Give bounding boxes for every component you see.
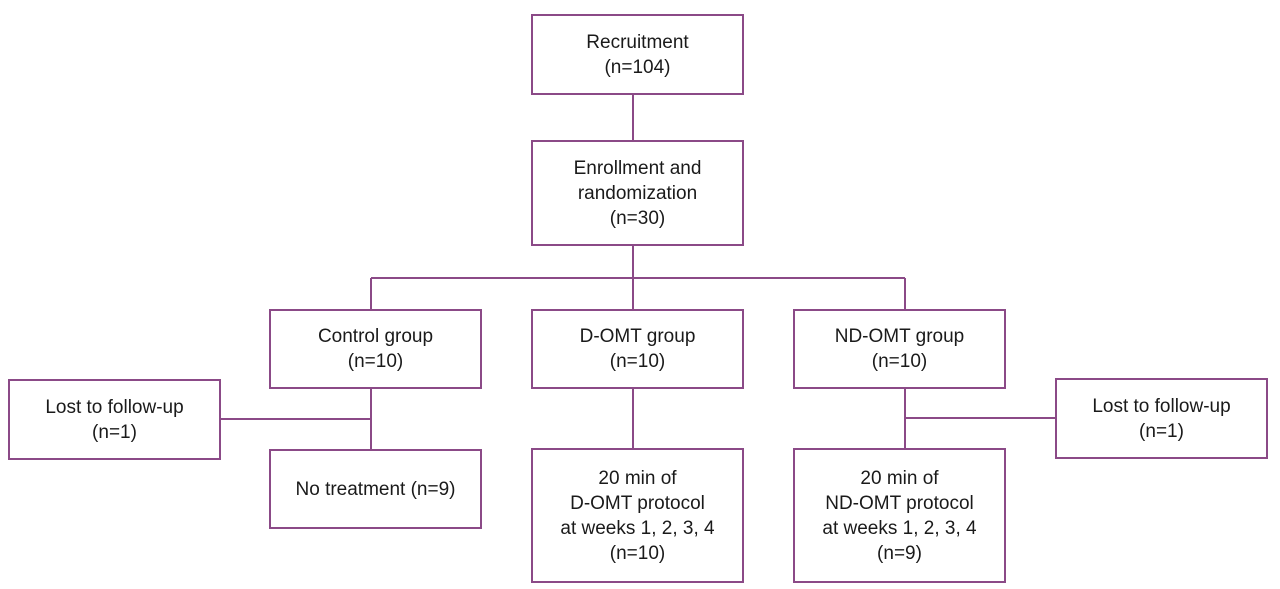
no-treatment-box: No treatment (n=9) [269, 449, 482, 529]
recruitment-box: Recruitment (n=104) [531, 14, 744, 95]
ndomt-group-label: ND-OMT group (n=10) [834, 326, 965, 372]
enrollment-label: Enrollment and randomization (n=30) [573, 157, 702, 229]
domt-protocol-label: 20 min of D-OMT protocol at weeks 1, 2, … [560, 467, 715, 564]
ndomt-group-box: ND-OMT group (n=10) [793, 309, 1006, 389]
ndomt-protocol-box: 20 min of ND-OMT protocol at weeks 1, 2,… [793, 448, 1006, 583]
control-group-box: Control group (n=10) [269, 309, 482, 389]
recruitment-label: Recruitment (n=104) [586, 31, 689, 78]
control-group-label: Control group (n=10) [317, 326, 434, 372]
domt-group-label: D-OMT group (n=10) [579, 326, 696, 372]
ndomt-protocol-label: 20 min of ND-OMT protocol at weeks 1, 2,… [822, 467, 977, 564]
lost-to-followup-right-box: Lost to follow-up (n=1) [1055, 378, 1268, 459]
lost-to-followup-left-box: Lost to follow-up (n=1) [8, 379, 221, 460]
domt-group-box: D-OMT group (n=10) [531, 309, 744, 389]
domt-protocol-box: 20 min of D-OMT protocol at weeks 1, 2, … [531, 448, 744, 583]
lost-to-followup-left-label: Lost to follow-up (n=1) [45, 396, 184, 443]
enrollment-box: Enrollment and randomization (n=30) [531, 140, 744, 246]
no-treatment-label: No treatment (n=9) [295, 478, 456, 500]
lost-to-followup-right-label: Lost to follow-up (n=1) [1092, 395, 1231, 442]
